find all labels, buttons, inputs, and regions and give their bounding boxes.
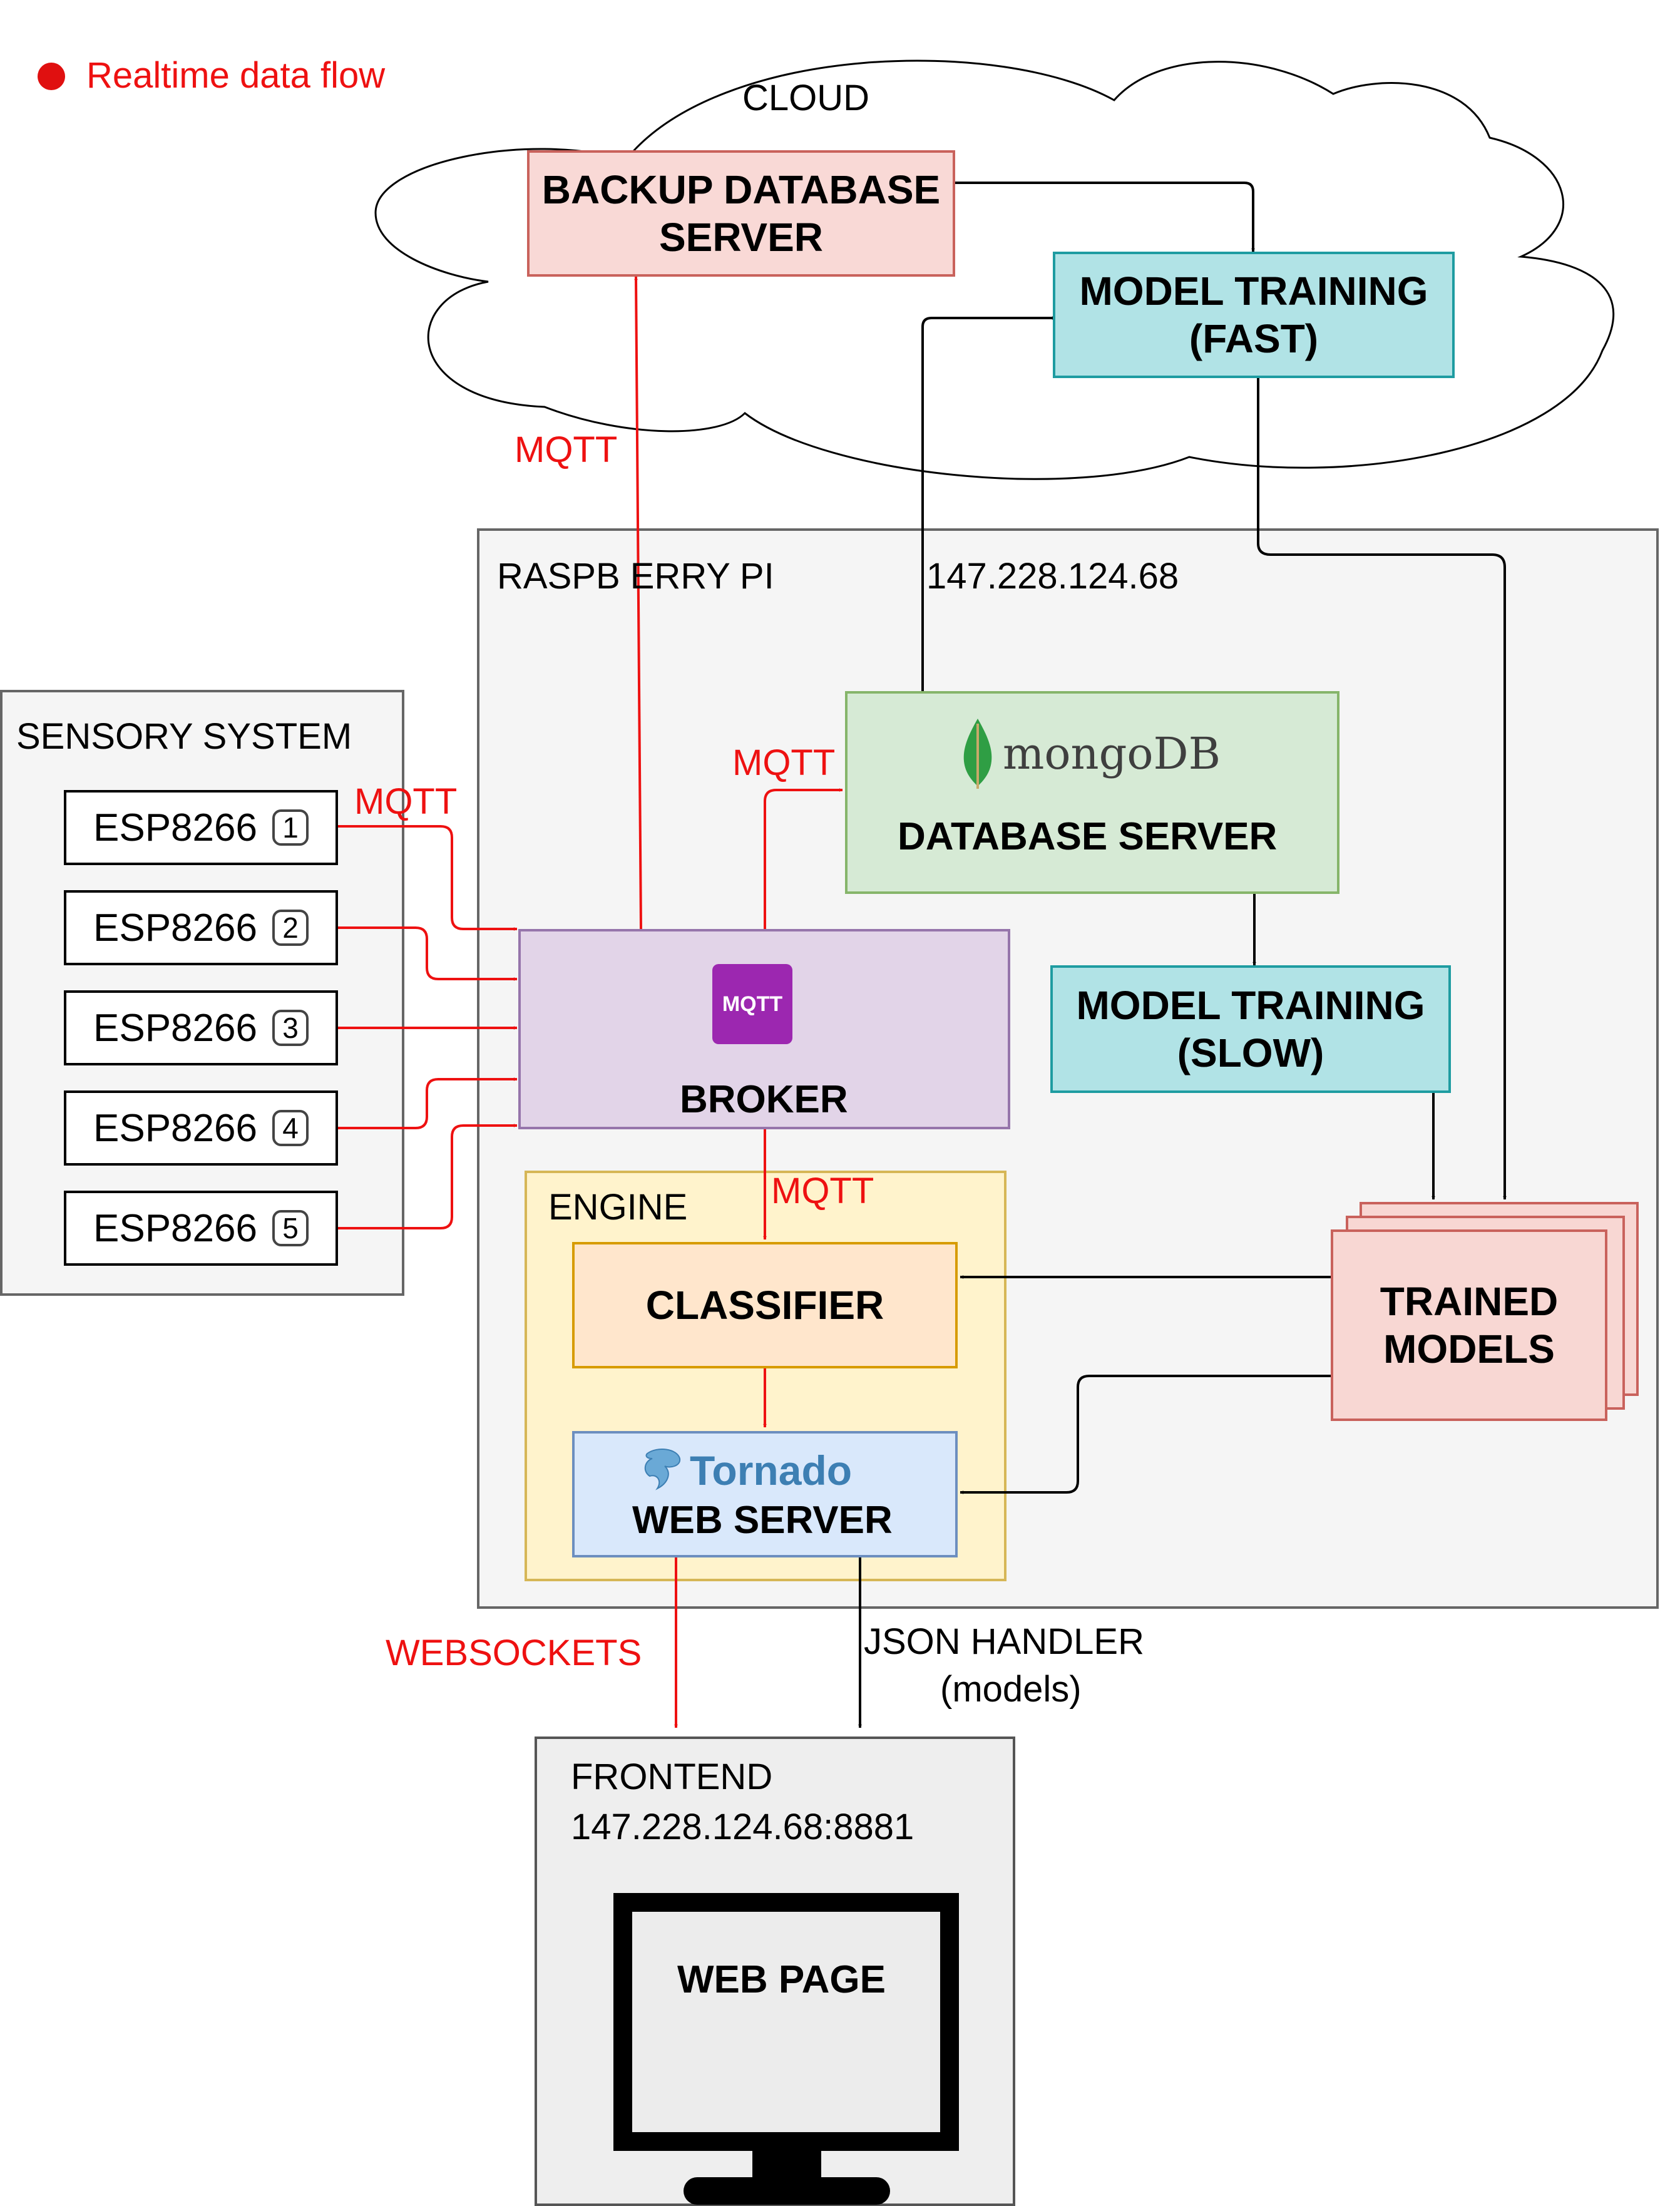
mongodb-wordmark: mongoDB: [1003, 728, 1221, 779]
legend-dot: [38, 63, 65, 90]
mongodb-leaf-icon: [963, 719, 992, 789]
raspberry-pi-label: RASPB ERRY PI: [497, 556, 774, 597]
device-name: ESP8266: [93, 1006, 257, 1050]
database-server-label: DATABASE SERVER: [898, 815, 1278, 858]
broker-to-db-arrow: [764, 788, 843, 929]
model-training-fast-line1: MODEL TRAINING: [1079, 269, 1428, 314]
frontend-address: 147.228.124.68:8881: [571, 1807, 914, 1847]
tornado-logo: Tornado: [642, 1446, 852, 1495]
classifier: CLASSIFIER: [572, 1242, 958, 1368]
db-to-fast-arrow: [921, 316, 1056, 691]
esp4-to-broker-arrow: [338, 1077, 518, 1129]
legend-label: Realtime data flow: [86, 55, 386, 96]
model-training-slow: MODEL TRAINING (SLOW): [1050, 965, 1451, 1093]
esp8266-device-2: ESP8266 2: [64, 890, 338, 965]
model-training-fast: MODEL TRAINING (FAST): [1053, 252, 1455, 378]
fast-to-trained-arrow: [1257, 378, 1507, 1200]
esp5-to-broker-arrow: [338, 1124, 518, 1229]
trained-to-webserver-arrow: [960, 1375, 1331, 1494]
device-number-badge: 2: [272, 910, 309, 946]
mqtt-label-broker-db: MQTT: [732, 742, 836, 783]
broker-label: BROKER: [680, 1078, 848, 1121]
model-training-slow-line2: (SLOW): [1177, 1030, 1324, 1075]
device-number-badge: 3: [272, 1010, 309, 1046]
device-number-badge: 4: [272, 1110, 309, 1146]
trained-models: TRAINED MODELS: [1331, 1229, 1607, 1421]
device-name: ESP8266: [93, 1106, 257, 1150]
device-name: ESP8266: [93, 1206, 257, 1250]
esp8266-device-4: ESP8266 4: [64, 1090, 338, 1166]
raspberry-pi-ip: 147.228.124.68: [926, 556, 1179, 597]
mqtt-broker: MQTT BROKER: [518, 929, 1010, 1129]
esp8266-device-1: ESP8266 1: [64, 790, 338, 865]
device-name: ESP8266: [93, 906, 257, 950]
esp8266-device-3: ESP8266 3: [64, 990, 338, 1065]
mqtt-badge-icon: MQTT: [712, 964, 792, 1044]
tornado-web-server: Tornado WEB SERVER: [572, 1431, 958, 1557]
esp8266-device-5: ESP8266 5: [64, 1191, 338, 1266]
model-training-fast-line2: (FAST): [1189, 316, 1319, 361]
backup-database-line2: SERVER: [658, 215, 824, 260]
frontend-label: FRONTEND: [571, 1757, 773, 1797]
mqtt-label-sensors: MQTT: [354, 781, 458, 822]
backup-database-line1: BACKUP DATABASE: [541, 167, 941, 212]
esp2-to-broker-arrow: [338, 926, 518, 981]
mqtt-label-broker-backup: MQTT: [515, 429, 618, 470]
device-number-badge: 5: [272, 1210, 309, 1246]
json-handler-label: JSON HANDLER: [864, 1621, 1144, 1662]
web-server-label: WEB SERVER: [632, 1499, 893, 1542]
trained-models-line1: TRAINED: [1380, 1279, 1559, 1324]
tornado-wordmark: Tornado: [690, 1447, 853, 1494]
classifier-label: CLASSIFIER: [645, 1283, 884, 1328]
sensory-system-label: SENSORY SYSTEM: [16, 716, 352, 757]
trained-models-line2: MODELS: [1383, 1326, 1555, 1372]
websockets-label: WEBSOCKETS: [386, 1633, 642, 1673]
engine-label: ENGINE: [548, 1187, 688, 1228]
database-server: mongoDB DATABASE SERVER: [845, 691, 1339, 894]
cloud-label: CLOUD: [742, 78, 870, 118]
device-number-badge: 1: [272, 809, 309, 846]
broker-to-backup-arrow: [634, 276, 642, 930]
web-page-label: WEB PAGE: [677, 1958, 886, 2001]
model-training-slow-line1: MODEL TRAINING: [1076, 983, 1425, 1028]
mqtt-label-broker-classifier: MQTT: [771, 1171, 874, 1211]
json-handler-sublabel: (models): [940, 1669, 1082, 1710]
tornado-swirl-icon: [644, 1449, 681, 1490]
esp1-to-broker-arrow: [338, 825, 518, 931]
mongodb-logo: mongoDB: [960, 719, 1221, 789]
backup-to-fast-arrow: [955, 182, 1255, 252]
device-name: ESP8266: [93, 806, 257, 849]
backup-database-server: BACKUP DATABASE SERVER: [527, 150, 955, 277]
monitor-icon: [613, 1893, 959, 2205]
